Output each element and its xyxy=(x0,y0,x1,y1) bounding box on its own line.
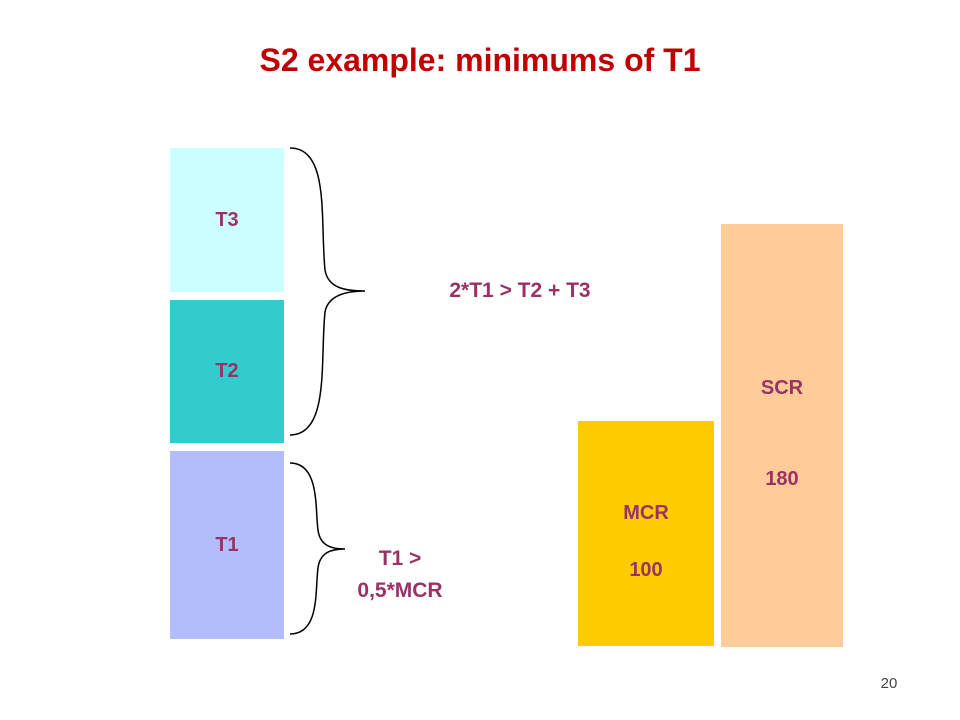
formula-t1-line1: T1 > xyxy=(378,547,422,570)
t3-label: T3 xyxy=(215,208,239,231)
formula-t1-line2: 0,5*MCR xyxy=(357,579,443,602)
scr-label: SCR xyxy=(760,376,804,399)
scr-value: 180 xyxy=(765,467,799,490)
mcr-label: MCR xyxy=(623,501,669,524)
page-number: 20 xyxy=(880,675,898,692)
t2-block: T2 xyxy=(170,300,284,443)
t2-label: T2 xyxy=(215,360,239,382)
brace-t1 xyxy=(289,462,346,635)
scr-block: SCR 180 xyxy=(721,224,843,647)
mcr-value: 100 xyxy=(629,558,663,581)
t1-block: T1 xyxy=(170,451,284,639)
formula-t1-vs-mcr: T1 > 0,5*MCR xyxy=(320,543,480,607)
slide-title: S2 example: minimums of T1 xyxy=(259,42,701,78)
t3-block: T3 xyxy=(170,148,284,292)
formula-t1-vs-t2-t3: 2*T1 > T2 + T3 xyxy=(449,279,591,302)
brace-t2-t3 xyxy=(289,147,366,436)
t1-label: T1 xyxy=(215,533,239,556)
mcr-block: MCR 100 xyxy=(578,421,714,646)
